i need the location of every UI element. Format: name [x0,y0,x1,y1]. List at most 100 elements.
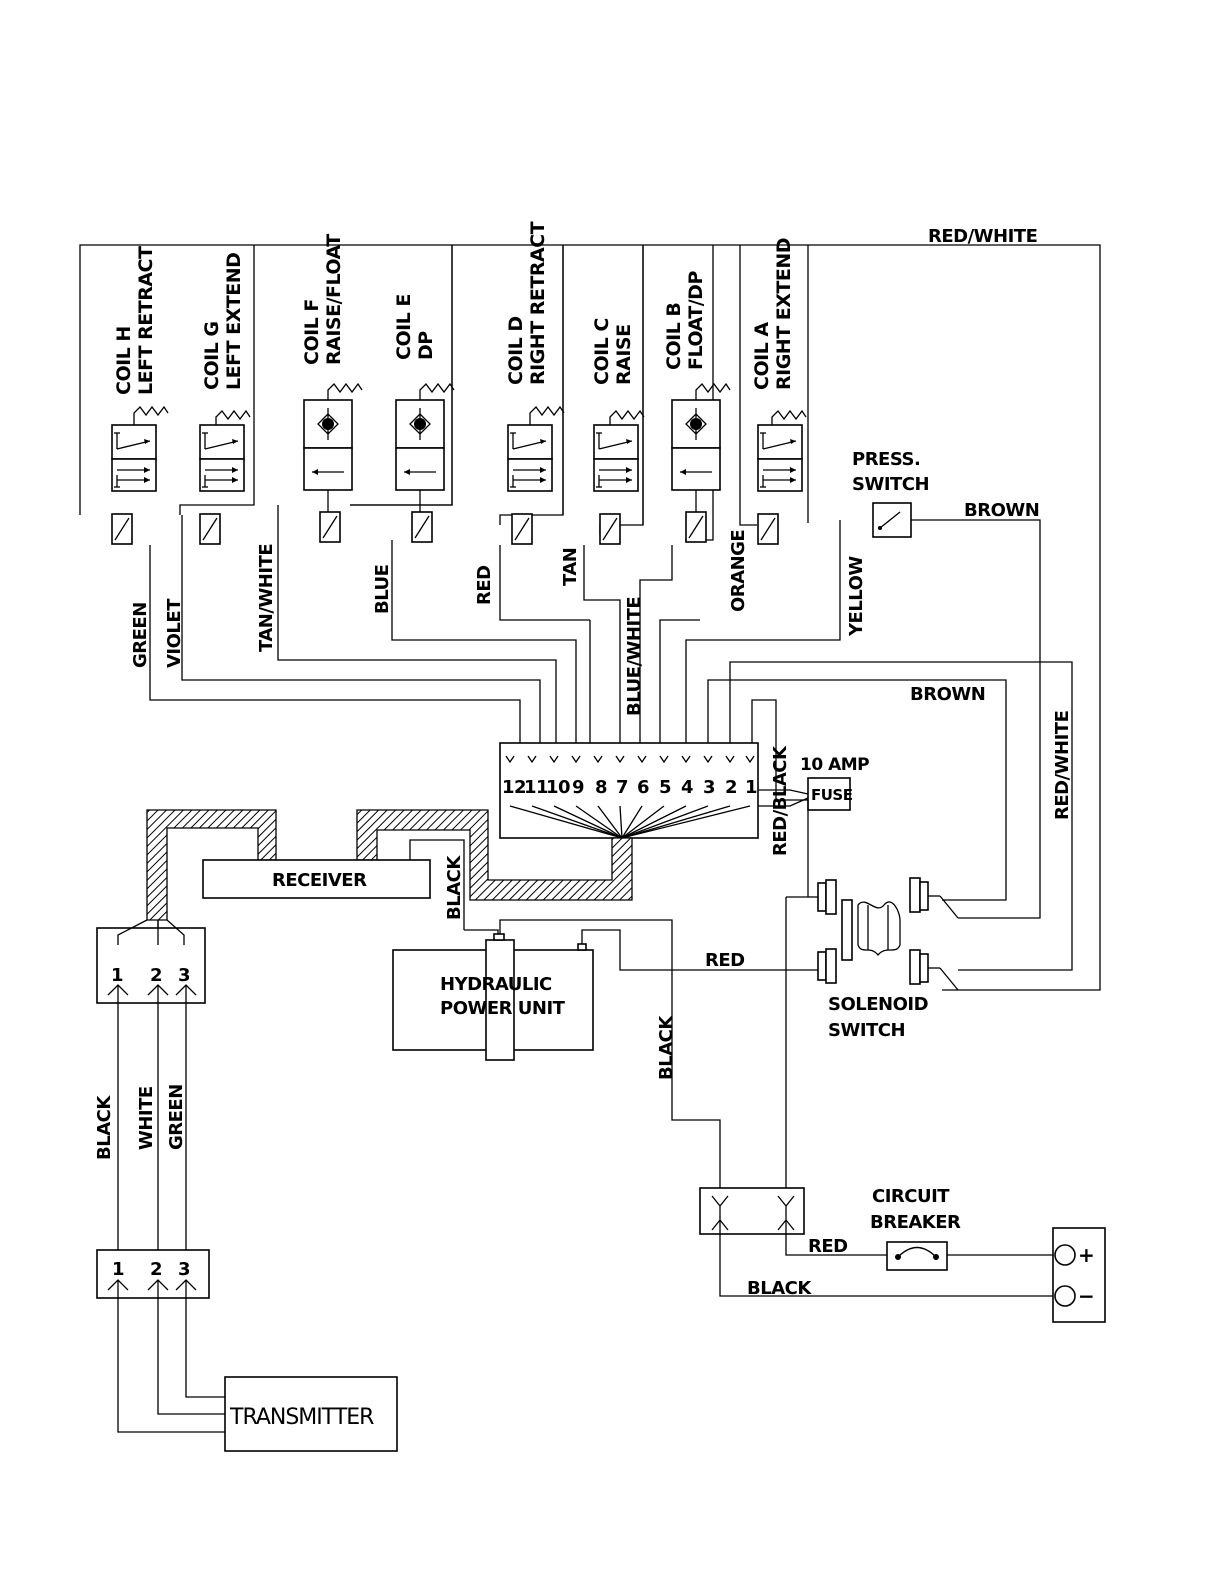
terminal-arrow [637,755,647,764]
terminal-arrows [505,755,755,764]
terminal-arrow [571,755,581,764]
terminal-fan-line [621,805,665,839]
pressure-switch-label-2: SWITCH [852,474,929,495]
wire-labels: RED/WHITE GREEN VIOLET TAN/WHITE BLUE RE… [130,226,1073,856]
coil-f-function: RAISE/FLOAT [323,234,345,365]
lower-pin-3: 3 [178,1259,190,1280]
lower-pin-2: 2 [150,1259,162,1280]
terminal-number-1: 1 [745,777,757,798]
wire-label-black-battery: BLACK [747,1278,812,1299]
fuse-label: FUSE [811,786,853,804]
terminal-fan [509,805,751,839]
coil-e-name: COIL E [393,294,415,360]
wire-label-red-white-top: RED/WHITE [928,226,1037,247]
power-connector: RED BLACK [699,1187,1055,1299]
wire-label-red-hpu: RED [705,950,745,971]
terminal-numbers: 12 11 10 9 8 7 6 5 4 3 2 1 [502,777,758,798]
hydraulic-power-unit: HYDRAULIC POWER UNIT RED BLACK [392,919,818,1190]
wire-label-green: GREEN [130,602,151,668]
terminal-number-6: 6 [637,777,649,798]
coil-labels: COIL H LEFT RETRACT COIL G LEFT EXTEND C… [113,221,795,395]
terminal-arrow [505,755,515,764]
receiver-cable [146,809,633,921]
terminal-fan-line [621,805,643,839]
coil-g-valve [199,409,251,545]
coil-c-name: COIL C [591,318,613,385]
wire-label-blue: BLUE [372,565,393,614]
wire-label-tan: TAN [560,548,581,586]
solenoid-switch: SOLENOID SWITCH [785,800,959,1190]
terminal-fan-line [575,805,623,839]
coil-e-valve [395,382,455,543]
solenoid-label-1: SOLENOID [828,994,928,1015]
coil-g-name: COIL G [201,322,223,390]
upper-pin-2: 2 [150,965,162,986]
terminal-number-5: 5 [659,777,671,798]
terminal-arrow [527,755,537,764]
terminal-number-10: 10 [546,777,570,798]
upper-connector: 1 2 3 [96,919,206,1004]
wire-label-violet: VIOLET [164,598,185,668]
coil-h-function: LEFT RETRACT [135,246,157,395]
coil-b-valve [671,382,731,543]
wire-label-orange: ORANGE [728,530,749,612]
coil-d-valve [507,405,565,545]
terminal-arrow [615,755,625,764]
solenoid-label-2: SWITCH [828,1020,905,1041]
terminal-number-2: 2 [725,777,737,798]
upper-pin-3: 3 [178,965,190,986]
terminal-number-4: 4 [681,777,693,798]
battery: + − [1052,1227,1106,1323]
lower-pin-1: 1 [112,1259,124,1280]
terminal-fan-line [621,805,709,839]
terminal-fan-line [509,805,623,839]
terminal-fan-line [619,805,623,839]
coil-h-name: COIL H [113,326,135,395]
terminal-number-12: 12 [502,777,526,798]
coil-b-name: COIL B [663,303,685,370]
coil-d-name: COIL D [505,316,527,385]
coil-f-name: COIL F [301,299,323,365]
wire-label-red: RED [474,565,495,605]
circuit-breaker-label-1: CIRCUIT [872,1186,950,1207]
harness-label-black: BLACK [94,1095,115,1160]
pressure-switch-label-1: PRESS. [852,449,920,470]
wire-label-brown-mid: BROWN [910,684,985,705]
circuit-breaker: CIRCUIT BREAKER [870,1186,1055,1271]
wire-label-brown-top: BROWN [964,500,1039,521]
transmitter-label: TRANSMITTER [229,1405,374,1430]
coil-wires [149,505,1073,971]
wire-label-red-black: RED/BLACK [770,745,791,856]
terminal-arrow [745,755,755,764]
terminal-arrow [681,755,691,764]
receiver: RECEIVER BLACK [202,839,465,930]
wire-label-red-white-side: RED/WHITE [1052,711,1073,820]
coil-c-valve [593,409,645,545]
coil-f-valve [303,382,363,543]
harness-wires: BLACK WHITE GREEN [94,985,187,1268]
coil-b-function: FLOAT/DP [685,271,707,370]
wire-label-tan-white: TAN/WHITE [256,544,277,652]
terminal-number-8: 8 [595,777,607,798]
wire-label-yellow: YELLOW [846,556,867,637]
lower-connector: 1 2 3 [96,1249,225,1433]
terminal-fan-line [531,805,623,839]
coil-c-function: RAISE [613,324,635,385]
wire-label-red-breaker: RED [808,1236,848,1257]
terminal-fan-line [621,805,731,839]
coil-h-valve [111,405,169,545]
coil-d-function: RIGHT RETRACT [527,221,549,385]
hpu-label-1: HYDRAULIC [440,974,552,995]
harness-label-white: WHITE [136,1086,157,1150]
terminal-fan-line [553,805,623,839]
terminal-fan-line [597,805,623,839]
terminal-arrow [703,755,713,764]
battery-negative: − [1078,1284,1094,1308]
pressure-switch: PRESS. SWITCH [852,449,930,538]
terminal-number-9: 9 [572,777,584,798]
fuse-rating: 10 AMP [800,755,869,775]
terminal-arrow [549,755,559,764]
terminal-number-7: 7 [616,777,628,798]
terminal-arrow [725,755,735,764]
terminal-arrow [659,755,669,764]
